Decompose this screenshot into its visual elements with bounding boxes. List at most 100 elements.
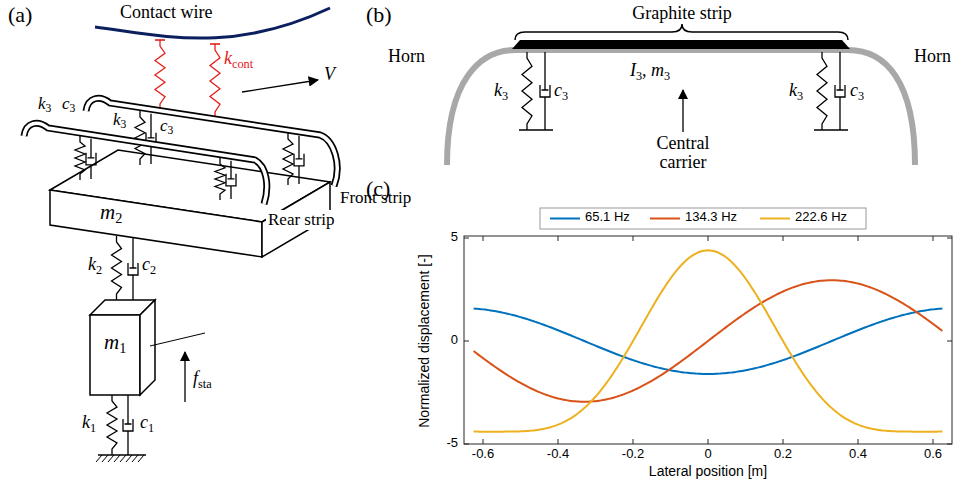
symbol-subscript: 3 [636, 69, 642, 83]
spring-symbol [522, 52, 532, 130]
contact-cap [155, 39, 165, 41]
x-tick [483, 236, 484, 241]
leader-line [150, 333, 205, 346]
x-tick [933, 439, 934, 444]
symbol-letter: k [38, 94, 46, 113]
front-strip-fill [86, 98, 337, 186]
symbol-letter: I [630, 60, 636, 80]
damper-symbol [146, 114, 156, 164]
x-tick [783, 236, 784, 241]
spring-symbol [215, 158, 225, 200]
symbol-letter: c [142, 254, 150, 274]
x-tick [558, 439, 559, 444]
legend-box [540, 208, 866, 229]
symbol-letter: k [494, 80, 502, 100]
stiffness-label: k3 [113, 110, 126, 132]
symbol-subscript: 3 [664, 69, 670, 83]
legend-line-sample [760, 218, 790, 220]
y-tick [947, 341, 952, 342]
x-tick-label: 0 [704, 447, 711, 462]
mass-cube: m1 [90, 300, 155, 395]
mass-block: m2 [62, 190, 172, 236]
part-label: Horn [914, 46, 951, 67]
legend-text: 65.1 Hz [585, 210, 630, 225]
contact-spring [210, 44, 220, 118]
panel-label: (c) [366, 176, 390, 201]
stiffness-label: k1 [82, 412, 96, 435]
damper-symbol [226, 161, 236, 199]
symbol-subscript: 3 [858, 89, 864, 103]
symbol-letter: k [88, 254, 96, 274]
symbol-subscript: cont [232, 57, 253, 71]
damping-label: c3 [160, 116, 173, 138]
panel-label: (a) [8, 2, 32, 27]
contact-cap [210, 43, 220, 45]
spring-symbol [75, 136, 85, 180]
symbol-subscript: 3 [70, 102, 76, 115]
symbol-subscript: 3 [121, 118, 127, 131]
x-tick-label: 0.6 [924, 447, 942, 462]
damper-symbol [123, 395, 133, 455]
plot-box [464, 236, 952, 444]
symbol-letter: c [160, 116, 168, 135]
symbol-letter: k [224, 48, 232, 68]
x-tick [933, 236, 934, 241]
spring-symbol [107, 395, 117, 455]
legend-line-sample [650, 218, 680, 220]
mass-label: m2 [100, 200, 122, 227]
axis-title: Normalized displacement [-] [416, 254, 432, 428]
x-tick [708, 236, 709, 241]
symbol-letter: m [104, 330, 119, 354]
x-tick-label: -0.2 [622, 447, 644, 462]
y-tick-label: 0 [451, 333, 458, 348]
mode-curve [474, 250, 943, 431]
ground-hatch [114, 455, 120, 462]
force-label: fsta [193, 368, 212, 391]
damper-symbol [540, 52, 550, 130]
mode-curve [474, 280, 943, 402]
y-tick-label: 5 [451, 230, 458, 245]
ground-hatch [108, 455, 114, 462]
symbol-subscript: 3 [168, 124, 174, 137]
mass-cube-front [90, 315, 140, 395]
x-tick-label: -0.6 [472, 447, 494, 462]
property-label: I3, m3 [630, 60, 670, 83]
symbol-subscript: 3 [502, 89, 508, 103]
damping-label: c1 [140, 412, 154, 435]
rear-strip-outline [24, 123, 267, 204]
ground-hatch [132, 455, 138, 462]
damping-label: c3 [850, 80, 864, 103]
symbol-letter: f [193, 368, 198, 388]
stiffness-label: k2 [88, 254, 102, 277]
velocity-arrow [242, 80, 318, 92]
ground-hatch [138, 455, 144, 462]
axis-title: Lateral position [m] [649, 463, 767, 479]
y-tick [464, 444, 469, 445]
symbol-letter: c [62, 94, 70, 113]
ground-hatch [126, 455, 132, 462]
x-tick [483, 439, 484, 444]
damping-label: c2 [142, 254, 156, 277]
ground-hatch [102, 455, 108, 462]
wire-label: Contact wire [120, 2, 212, 23]
x-tick [858, 439, 859, 444]
symbol-letter: c [140, 412, 148, 432]
y-tick-label: -5 [446, 436, 458, 451]
y-tick [947, 238, 952, 239]
symbol-subscript: 1 [119, 340, 126, 356]
symbol-subscript: 3 [46, 102, 52, 115]
stiffness-label: k3 [38, 94, 51, 116]
spring-symbol [135, 111, 145, 165]
stiffness-label: kcont [224, 48, 253, 71]
part-label: Graphite strip [632, 3, 731, 24]
strip-label: Rear strip [266, 210, 337, 230]
y-tick [464, 238, 469, 239]
spring-connector [112, 236, 122, 300]
part-label: Central carrier [643, 134, 723, 172]
separator: , [642, 60, 651, 80]
front-strip-outline [86, 98, 337, 186]
symbol-subscript: sta [198, 377, 212, 391]
x-tick-label: 0.4 [849, 447, 867, 462]
damper-symbol [835, 52, 845, 130]
